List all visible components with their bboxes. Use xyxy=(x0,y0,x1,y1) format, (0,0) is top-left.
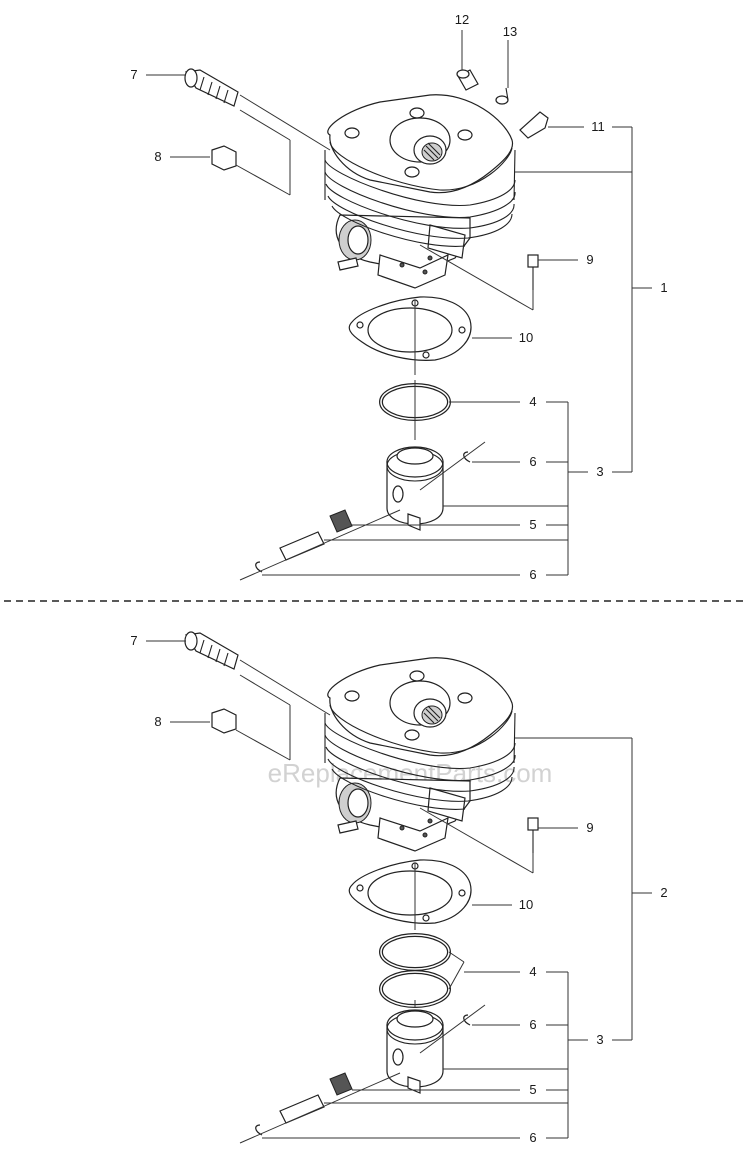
bottom-label-6a: 6 xyxy=(529,1017,536,1032)
bottom-label-9: 9 xyxy=(586,820,593,835)
bottom-label-2: 2 xyxy=(660,885,667,900)
top-label-10: 10 xyxy=(519,330,533,345)
bottom-part-5-bearing xyxy=(329,1072,353,1096)
top-label-6a: 6 xyxy=(529,454,536,469)
top-part-5-bearing xyxy=(329,509,353,533)
bottom-part-7-valve xyxy=(184,631,239,670)
bottom-part-9-screw xyxy=(527,817,539,853)
top-gasket xyxy=(348,296,472,361)
top-part-12-sleeve xyxy=(456,69,479,91)
top-label-5: 5 xyxy=(529,517,536,532)
top-part-9-screw xyxy=(527,254,539,290)
bottom-cylinder xyxy=(324,657,516,852)
top-label-1: 1 xyxy=(660,280,667,295)
bottom-piston-pin xyxy=(279,1094,325,1124)
top-label-13: 13 xyxy=(503,24,517,39)
bottom-label-8: 8 xyxy=(154,714,161,729)
top-label-4: 4 xyxy=(529,394,536,409)
bottom-gasket xyxy=(348,859,472,924)
top-label-7: 7 xyxy=(130,67,137,82)
top-leader-lines xyxy=(146,30,652,581)
top-cylinder xyxy=(324,94,516,289)
bottom-assembly: 7 8 9 2 10 4 6 3 5 6 xyxy=(130,631,668,1145)
top-label-9: 9 xyxy=(586,252,593,267)
top-part-8-plug xyxy=(211,145,237,171)
bottom-label-6b: 6 xyxy=(529,1130,536,1145)
top-piston xyxy=(386,446,444,531)
bottom-label-7: 7 xyxy=(130,633,137,648)
bottom-part-8-plug xyxy=(211,708,237,734)
top-assembly: 12 13 7 11 8 9 1 10 4 6 3 5 6 xyxy=(130,12,667,582)
bottom-label-3: 3 xyxy=(596,1032,603,1047)
bottom-label-10: 10 xyxy=(519,897,533,912)
bottom-label-4: 4 xyxy=(529,964,536,979)
top-label-6b: 6 xyxy=(529,567,536,582)
top-label-8: 8 xyxy=(154,149,161,164)
top-piston-pin xyxy=(279,531,325,561)
bottom-label-5: 5 xyxy=(529,1082,536,1097)
top-part-7-valve xyxy=(184,68,239,107)
top-part-11-elbow xyxy=(519,111,549,139)
top-part-13-clip xyxy=(495,87,509,105)
bottom-leader-lines xyxy=(146,640,652,1144)
bottom-piston xyxy=(386,1009,444,1094)
top-label-3: 3 xyxy=(596,464,603,479)
top-label-11: 11 xyxy=(591,119,605,134)
top-label-12: 12 xyxy=(455,12,469,27)
bottom-piston-ring-a xyxy=(379,933,451,971)
